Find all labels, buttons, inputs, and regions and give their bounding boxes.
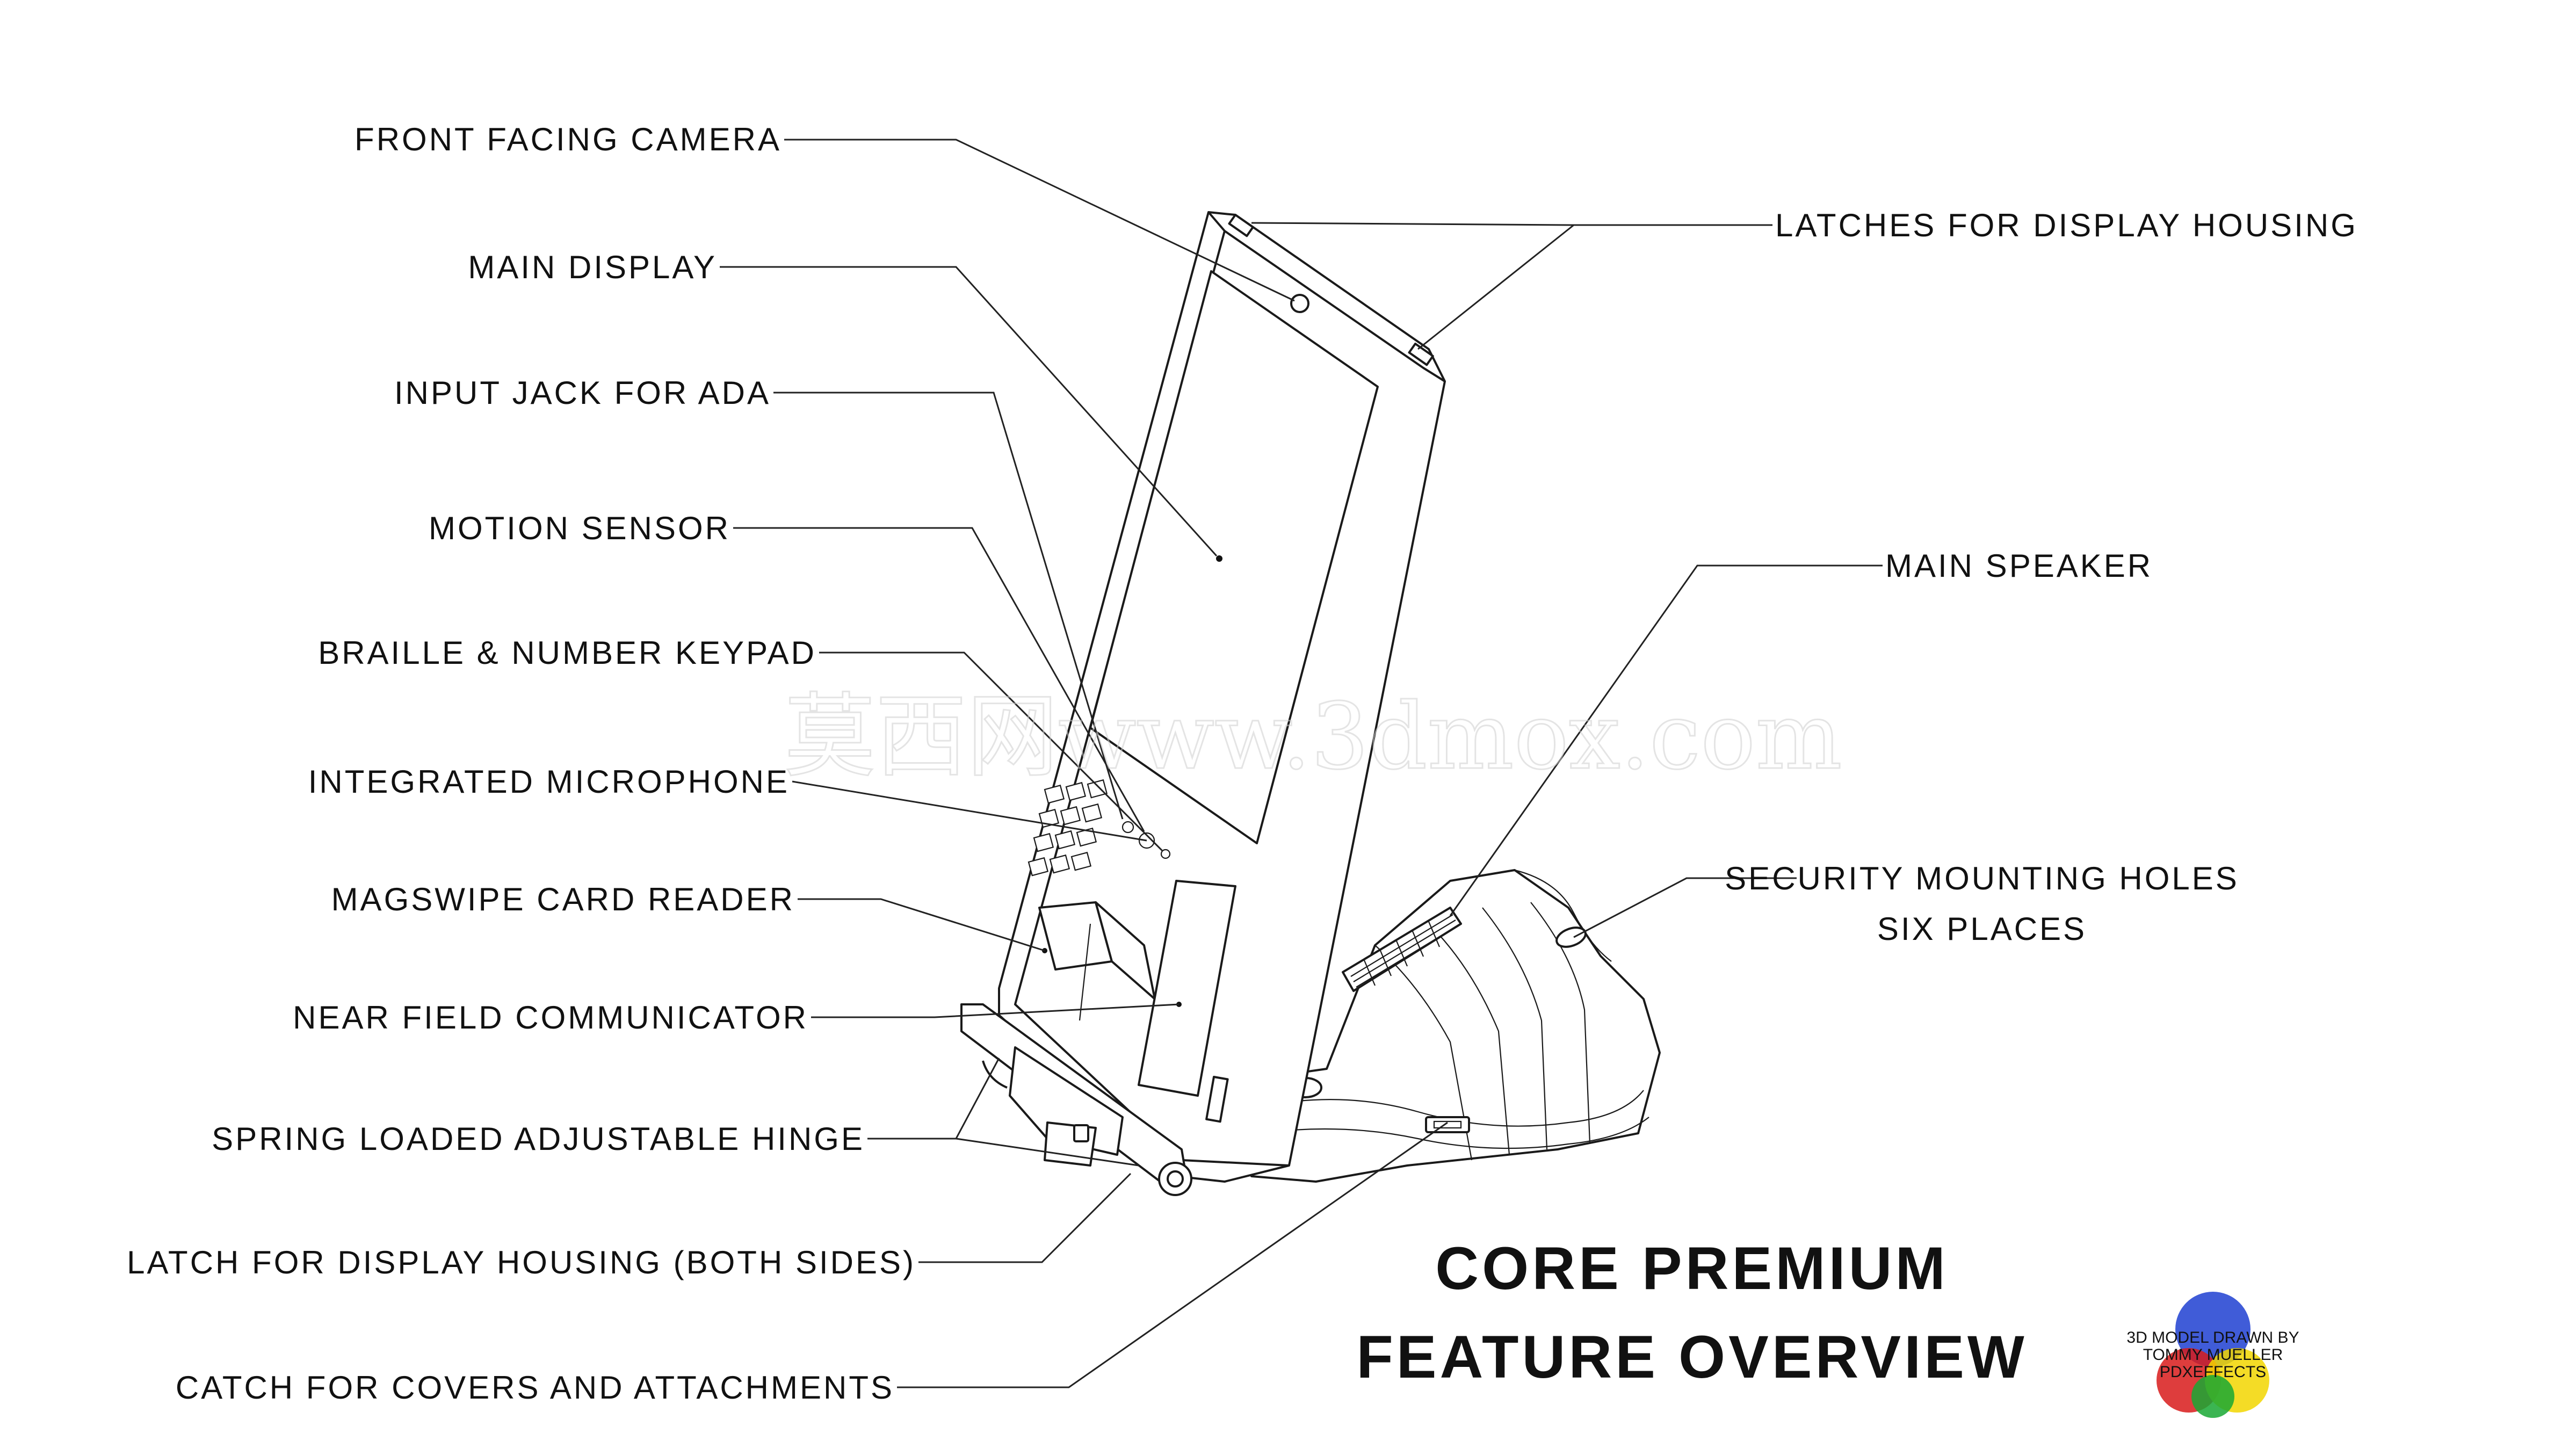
credit-line-2: TOMMY MUELLER xyxy=(2143,1346,2283,1364)
hinge-assembly xyxy=(960,1003,1192,1196)
kiosk-illustration xyxy=(960,211,1661,1196)
title-block: CORE PREMIUM FEATURE OVERVIEW xyxy=(1356,1235,2027,1391)
logo-circle-blue xyxy=(2175,1292,2251,1367)
title-line-2: FEATURE OVERVIEW xyxy=(1356,1323,2027,1391)
main-display-screen xyxy=(1089,270,1379,844)
callout-integrated-microphone: INTEGRATED MICROPHONE xyxy=(308,764,790,800)
callout-main-display: MAIN DISPLAY xyxy=(468,249,717,285)
title-line-1: CORE PREMIUM xyxy=(1435,1235,1949,1302)
callout-input-jack-ada: INPUT JACK FOR ADA xyxy=(394,375,771,411)
camera-lens xyxy=(1290,294,1309,313)
logo-circle-green xyxy=(2191,1375,2234,1418)
callout-motion-sensor: MOTION SENSOR xyxy=(429,510,730,546)
callout-latches-display-housing: LATCHES FOR DISPLAY HOUSING xyxy=(1775,207,2358,243)
callout-security-holes-line2: SIX PLACES xyxy=(1877,911,2087,947)
keypad-buttons xyxy=(1027,779,1108,877)
display-housing xyxy=(998,211,1446,1183)
speaker-grille xyxy=(1342,907,1462,992)
credit-line-3: PDXEFFECTS xyxy=(2160,1363,2266,1381)
watermark-text: 莫西网www.3dmox.com xyxy=(784,684,1842,790)
callout-main-speaker: MAIN SPEAKER xyxy=(1885,548,2153,584)
leader-lines xyxy=(720,139,1883,1388)
callout-catch-covers: CATCH FOR COVERS AND ATTACHMENTS xyxy=(176,1370,894,1406)
nfc-pad xyxy=(1138,880,1236,1097)
callout-near-field-communicator: NEAR FIELD COMMUNICATOR xyxy=(293,1000,808,1036)
credit-line-1: 3D MODEL DRAWN BY xyxy=(2126,1329,2299,1346)
credit-logo: 3D MODEL DRAWN BY TOMMY MUELLER PDXEFFEC… xyxy=(2126,1292,2299,1418)
left-callouts: FRONT FACING CAMERA MAIN DISPLAY INPUT J… xyxy=(127,121,916,1406)
callout-latch-display-housing: LATCH FOR DISPLAY HOUSING (BOTH SIDES) xyxy=(127,1244,916,1280)
callout-magswipe-reader: MAGSWIPE CARD READER xyxy=(331,881,795,917)
callout-security-holes: SECURITY MOUNTING HOLES xyxy=(1725,860,2239,896)
callout-braille-keypad: BRAILLE & NUMBER KEYPAD xyxy=(318,635,816,671)
callout-spring-hinge: SPRING LOADED ADJUSTABLE HINGE xyxy=(212,1121,865,1157)
hinge-pivot xyxy=(1158,1162,1192,1196)
callout-front-facing-camera: FRONT FACING CAMERA xyxy=(354,121,782,157)
right-callouts: LATCHES FOR DISPLAY HOUSING MAIN SPEAKER… xyxy=(1725,207,2358,947)
